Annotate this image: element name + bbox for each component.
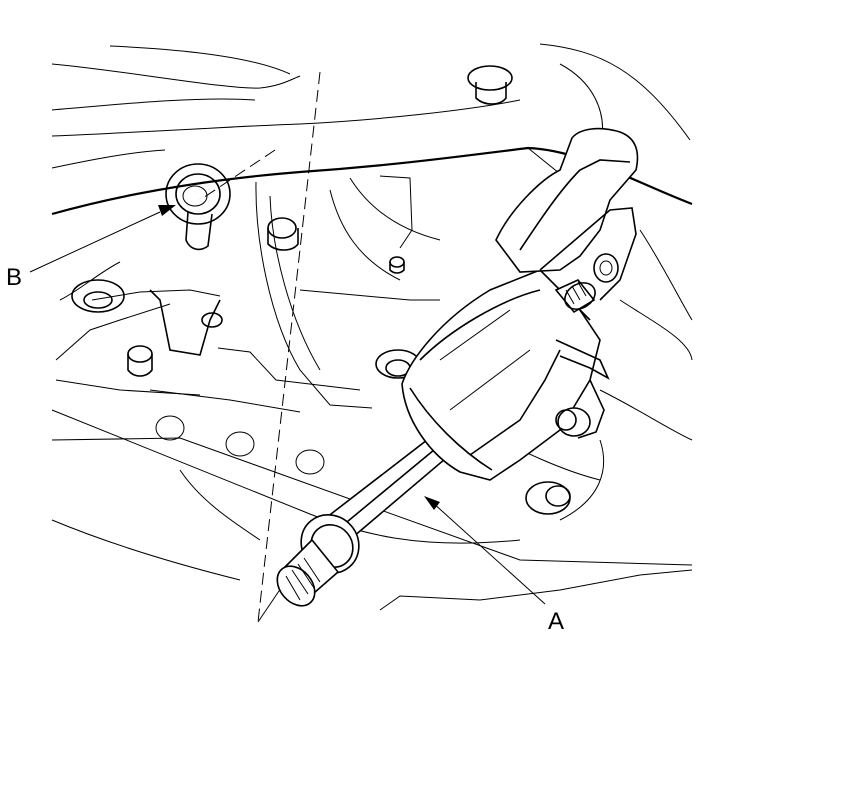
leader-line-b [29, 205, 176, 273]
callout-label-b: B [6, 264, 23, 291]
case-holes [155, 415, 325, 475]
bracket-left [127, 289, 223, 377]
tool-bolt-upper [554, 279, 596, 314]
bolt-boss-lower [525, 481, 571, 515]
special-tool-handle [495, 127, 639, 439]
callout-label-a: A [548, 608, 565, 635]
bolt-boss-top [467, 65, 513, 105]
oil-seal [165, 163, 231, 251]
small-pin [389, 256, 405, 274]
joint-housing [401, 269, 601, 481]
bolt-boss-left [71, 279, 125, 313]
leader-line-a [424, 496, 546, 605]
bolt-boss-center [267, 217, 299, 251]
tool-bolt-lower [555, 407, 591, 437]
driveshaft [276, 428, 460, 607]
